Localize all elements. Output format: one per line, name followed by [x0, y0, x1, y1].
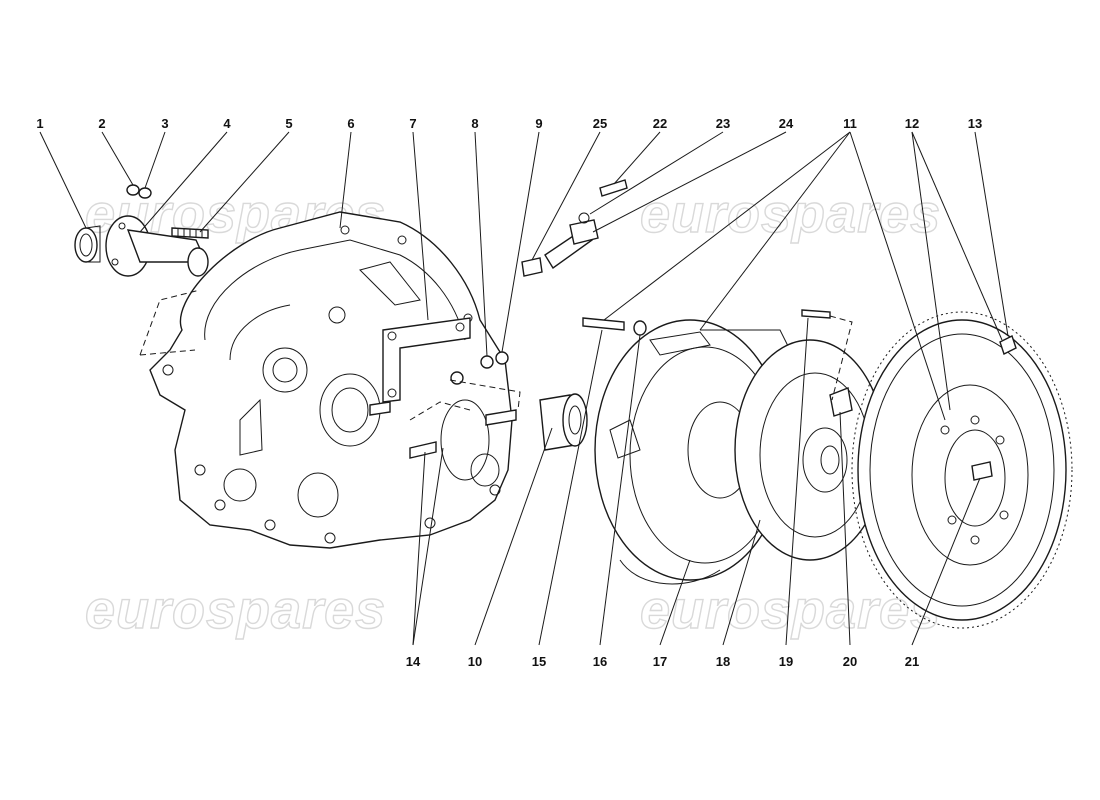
part-21-flywheel	[851, 311, 1073, 629]
leader-lines	[39, 131, 1009, 646]
part-15-16-bolt	[582, 317, 647, 336]
callout-3: 3	[161, 116, 168, 131]
callout-15: 15	[532, 654, 546, 669]
callout-5: 5	[285, 116, 292, 131]
callout-20: 20	[843, 654, 857, 669]
housing-studs	[139, 289, 521, 459]
part-6-bell-housing	[149, 211, 513, 549]
part-5-stud	[171, 227, 209, 239]
callout-25: 25	[593, 116, 607, 131]
callout-4: 4	[223, 116, 231, 131]
callout-12: 12	[905, 116, 919, 131]
part-2-3-nuts	[126, 184, 152, 199]
callout-6: 6	[347, 116, 354, 131]
watermark-bottom-left: eurospares	[85, 580, 386, 640]
callout-19: 19	[779, 654, 793, 669]
callout-11: 11	[843, 116, 857, 131]
watermark-top-right: eurospares	[640, 184, 941, 244]
callout-17: 17	[653, 654, 667, 669]
part-7-bracket	[382, 317, 471, 403]
part-13-fitting	[999, 335, 1017, 355]
callout-1: 1	[36, 116, 43, 131]
callouts-bottom: 14 10 15 16 17 18 19 20 21	[406, 654, 919, 669]
callout-2: 2	[98, 116, 105, 131]
callout-7: 7	[409, 116, 416, 131]
callout-22: 22	[653, 116, 667, 131]
callout-13: 13	[968, 116, 982, 131]
callout-10: 10	[468, 654, 482, 669]
callout-18: 18	[716, 654, 730, 669]
callout-8: 8	[471, 116, 478, 131]
callout-14: 14	[406, 654, 421, 669]
part-19-20-bolts	[801, 309, 853, 417]
callout-23: 23	[716, 116, 730, 131]
watermark-bottom-right: eurospares	[640, 580, 941, 640]
callout-9: 9	[535, 116, 542, 131]
callouts-top: 1 2 3 4 5 6 7 8 9 25 22 23 24 11 12 13	[36, 116, 982, 131]
part-22-25-sensor	[521, 179, 628, 277]
callout-24: 24	[779, 116, 794, 131]
callout-16: 16	[593, 654, 607, 669]
callout-21: 21	[905, 654, 919, 669]
